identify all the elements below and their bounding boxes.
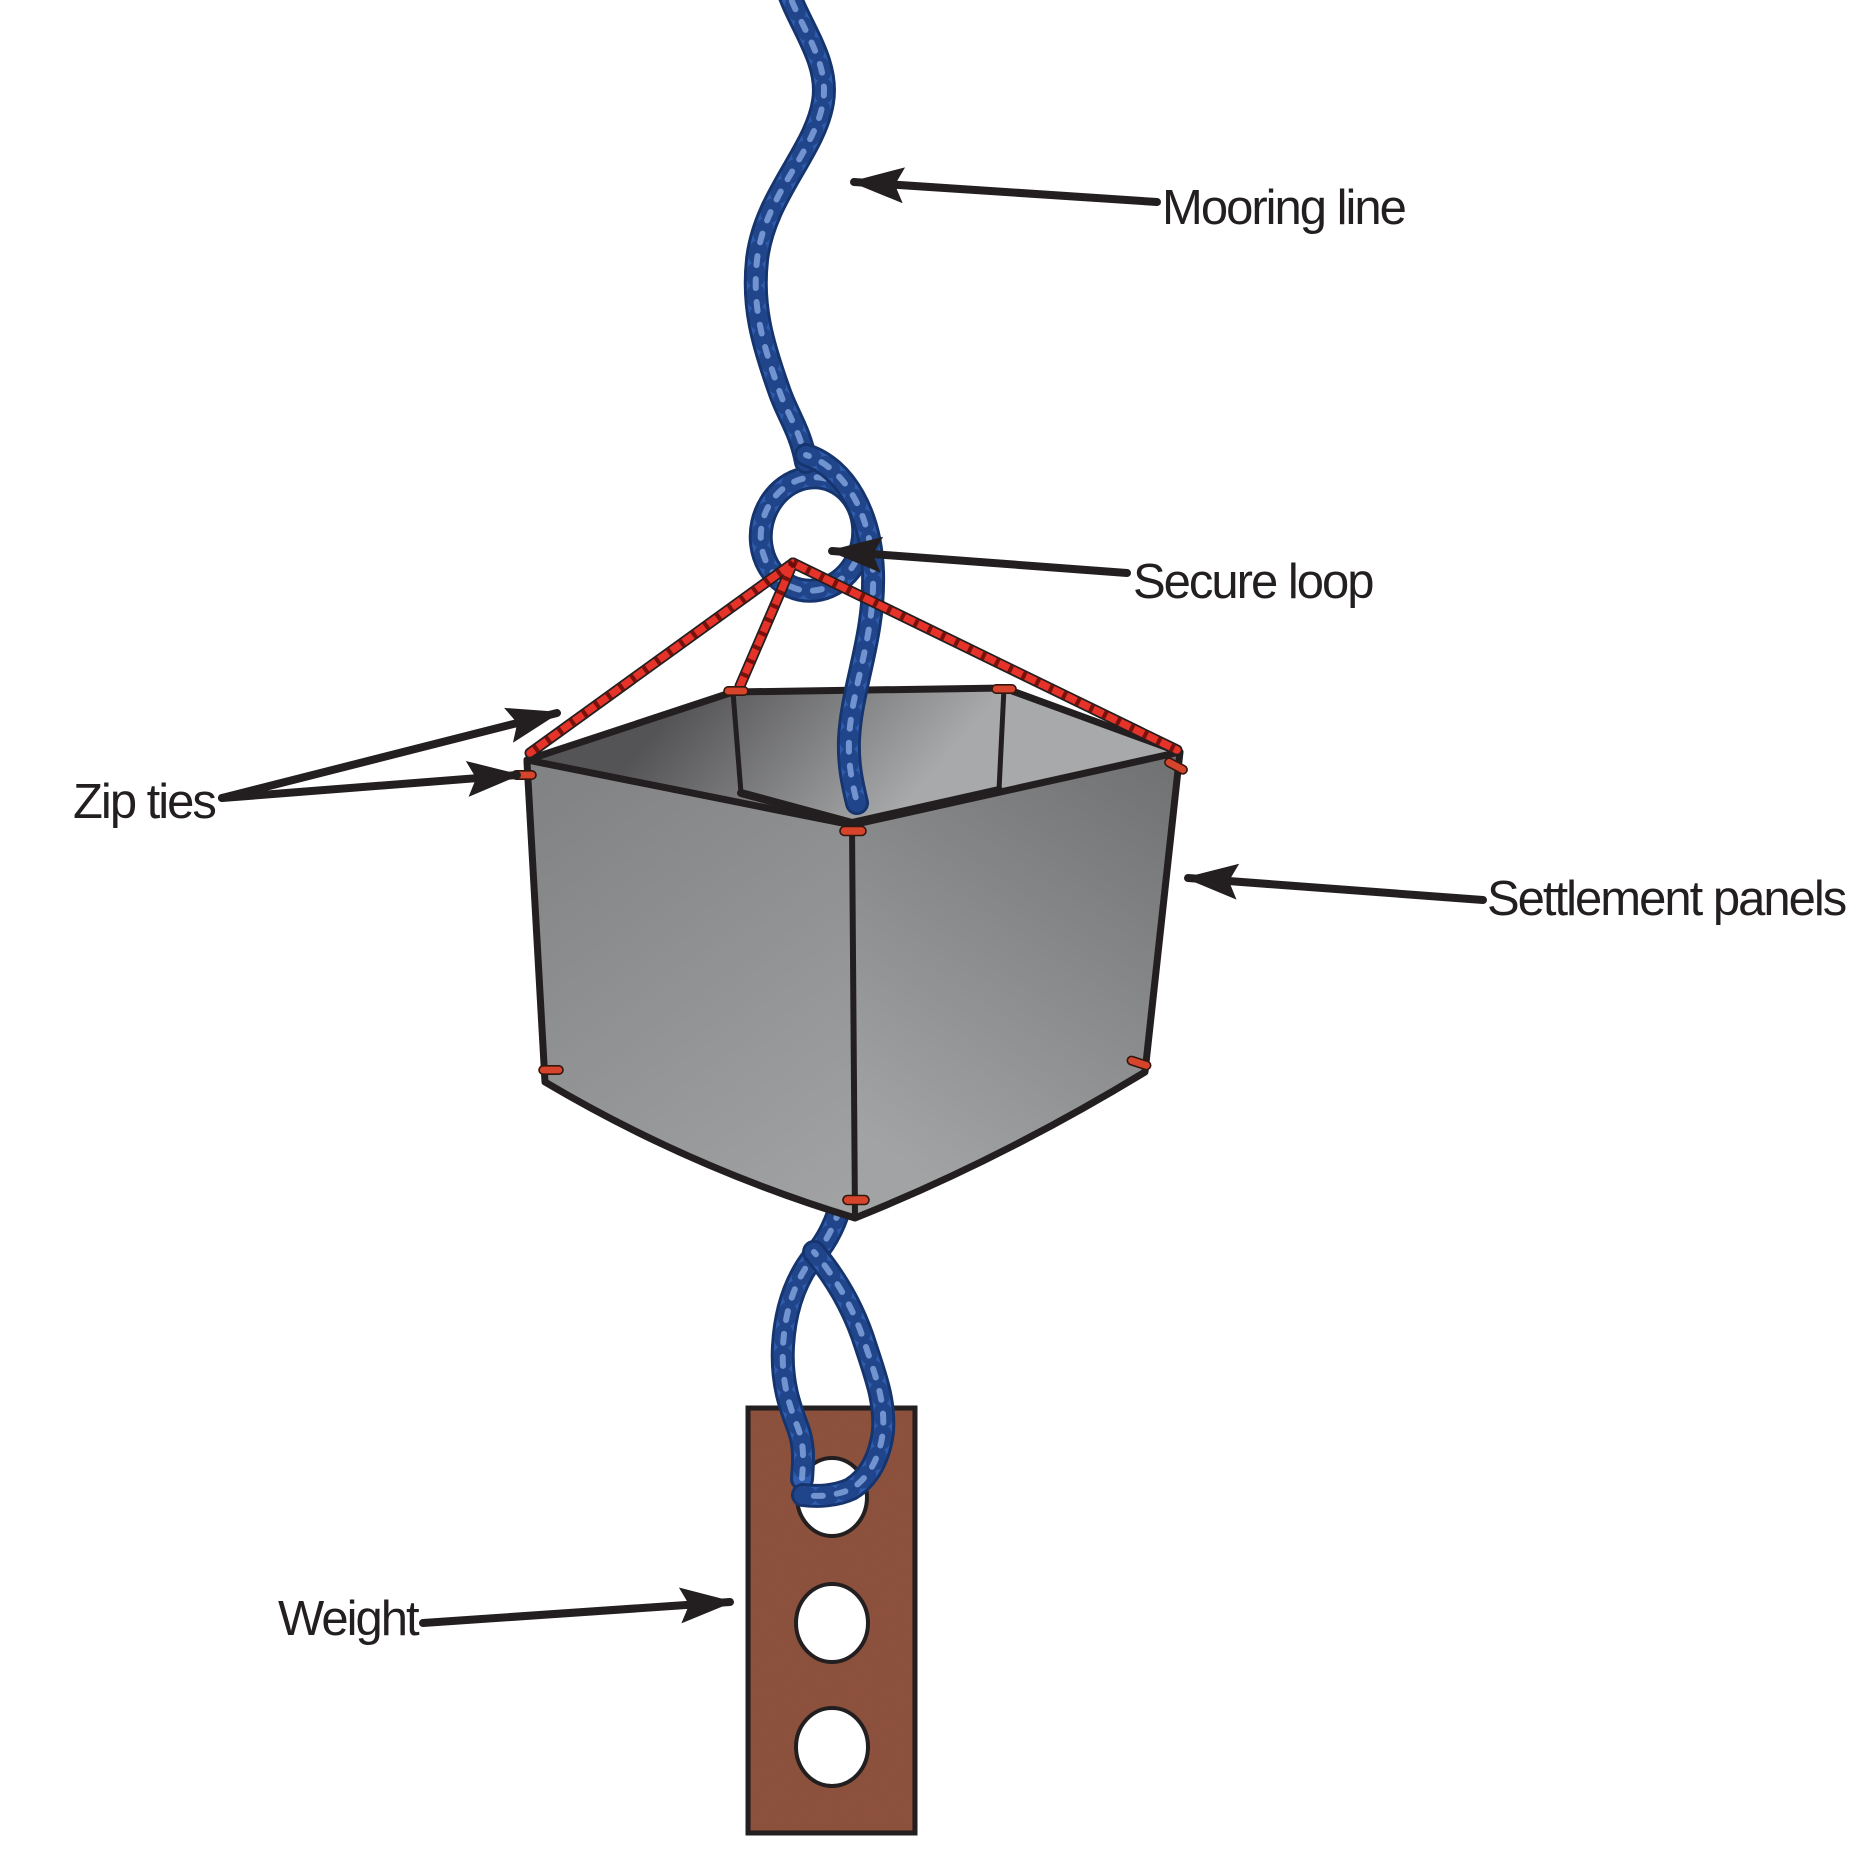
annotation-arrows bbox=[218, 167, 1487, 1627]
box-outer-edges bbox=[523, 684, 1184, 1222]
zip-tie bbox=[1126, 1055, 1152, 1071]
zip-tie bbox=[538, 1065, 564, 1075]
mooring-line-arrow bbox=[850, 167, 1161, 206]
zip-ties-label: Zip ties bbox=[73, 775, 215, 829]
weight-arrow bbox=[419, 1587, 734, 1627]
settlement-panels-label: Settlement panels bbox=[1487, 872, 1846, 926]
zip-tie bbox=[839, 825, 867, 837]
zip-tie bbox=[1164, 757, 1188, 775]
mooring-line-label: Mooring line bbox=[1162, 181, 1406, 235]
zip-ties-upper-arrow bbox=[218, 707, 561, 802]
zip-ties-lower-arrow bbox=[218, 760, 521, 802]
settlement-panels-arrow bbox=[1184, 863, 1487, 904]
zip-tie bbox=[842, 1194, 870, 1206]
brick-hole-bottom bbox=[794, 1706, 870, 1788]
secure-loop-label: Secure loop bbox=[1133, 555, 1373, 609]
labels: Mooring line Secure loop Zip ties Settle… bbox=[73, 181, 1848, 1646]
box-front-right-panel bbox=[852, 752, 1180, 1218]
zip-tie bbox=[723, 686, 749, 696]
brick-hole-middle bbox=[794, 1582, 870, 1664]
weight-brick bbox=[745, 1405, 918, 1836]
weight-label: Weight bbox=[278, 1592, 420, 1646]
box-front-left-panel bbox=[527, 760, 855, 1218]
settlement-panel-box bbox=[523, 684, 1184, 1222]
zip-tie bbox=[991, 684, 1017, 694]
mooring-line-rope bbox=[756, 0, 824, 462]
secure-loop-arrow bbox=[828, 536, 1131, 577]
